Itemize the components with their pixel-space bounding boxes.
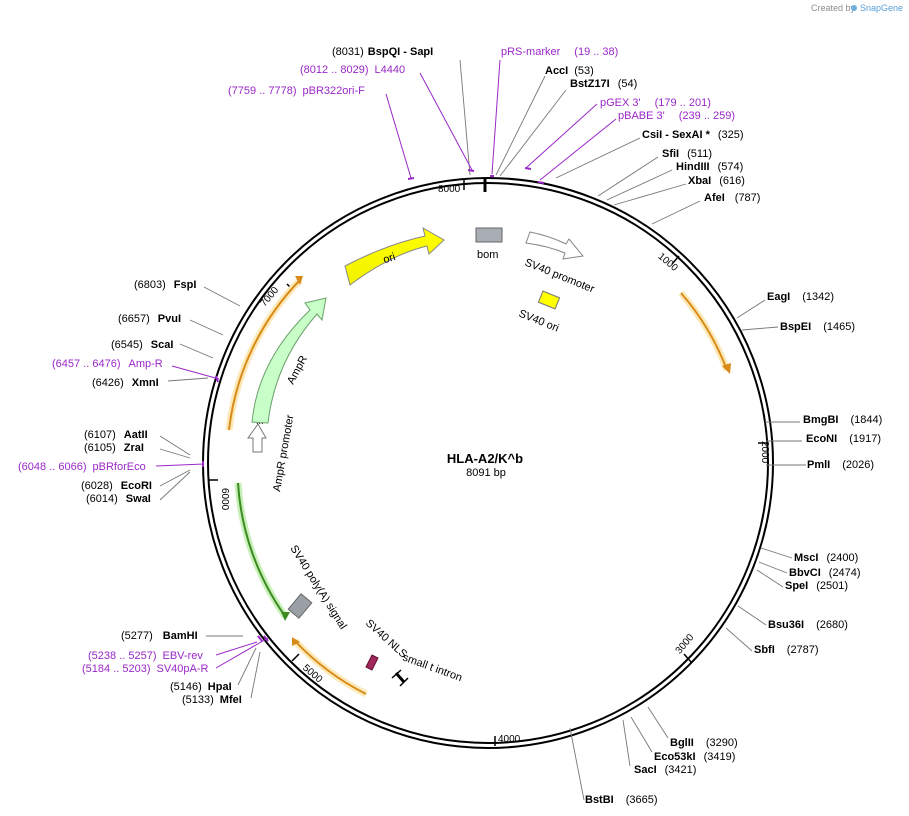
ampr-promoter-feature: ... AmpR promoter: [247, 414, 296, 493]
svg-text:bom: bom: [477, 249, 498, 261]
primer-label-sv40pa-r: (5184 .. 5203)SV40pA-R: [82, 663, 209, 675]
credit-brand: SnapGene: [860, 3, 903, 13]
primer-marks: [202, 167, 545, 642]
svg-text:SV40 poly(A) signal: SV40 poly(A) signal: [287, 543, 348, 631]
enzyme-label-eagi: EagI(1342): [767, 291, 834, 303]
enzyme-label-scai: (6545)ScaI: [111, 339, 173, 351]
primer-label-amp-r: (6457 .. 6476)Amp-R: [52, 358, 163, 370]
primer-label-pbr322ori-f: (7759 .. 7778)pBR322ori-F: [228, 85, 365, 97]
enzyme-label-hpai: (5146)HpaI: [170, 681, 232, 693]
primer-label-prs-marker: pRS-marker(19 .. 38): [501, 46, 618, 58]
enzyme-label-hindiii: HindIII(574): [676, 161, 743, 173]
enzyme-label-msci: MscI(2400): [794, 552, 858, 564]
enzyme-label-swai: (6014)SwaI: [86, 493, 151, 505]
svg-text:AmpR promoter: AmpR promoter: [271, 414, 296, 493]
tick-label-2000: 2000: [759, 441, 770, 464]
credit-text: Created by: [811, 3, 856, 13]
enzyme-label-spei: SpeI(2501): [785, 580, 848, 592]
enzyme-label-ecori: (6028)EcoRI: [81, 480, 152, 492]
primer-label-pgex3: pGEX 3'(179 .. 201): [600, 97, 711, 109]
enzyme-label-aatii: (6107)AatII: [84, 429, 148, 441]
enzyme-label-bglii: BglII(3290): [670, 737, 738, 749]
enzyme-label-bspqi: (8031)BspQI - SapI: [332, 46, 433, 58]
snapgene-logo-icon: [851, 5, 857, 11]
enzyme-label-saci: SacI(3421): [634, 764, 696, 776]
tick-label-8000: 8000: [438, 184, 461, 195]
enzyme-label-sfii: SfiI(511): [662, 148, 712, 160]
enzyme-label-xmni: (6426)XmnI: [92, 377, 159, 389]
enzyme-label-bstz17i: BstZ17I(54): [570, 78, 637, 90]
enzyme-label-fspi: (6803)FspI: [134, 279, 196, 291]
primer-leader-lines: [155, 59, 617, 669]
enzyme-label-xbai: XbaI(616): [688, 175, 745, 187]
sv40-promoter-feature: SV40 promoter: [523, 231, 596, 296]
enzyme-label-sbfi: SbfI(2787): [754, 644, 819, 656]
svg-text:SV40 NLS: SV40 NLS: [363, 617, 409, 660]
small-t-intron-feature: small t intron: [391, 652, 464, 687]
enzyme-label-econi: EcoNI(1917): [806, 433, 881, 445]
primer-label-pbrforeco: (6048 .. 6066)pBRforEco: [18, 461, 146, 473]
enzyme-label-eco53ki: Eco53kI(3419): [654, 751, 735, 763]
svg-text:SV40 promoter: SV40 promoter: [523, 257, 596, 296]
sv40-polya-feature: SV40 poly(A) signal: [287, 543, 348, 631]
orf-arcs: [225, 276, 731, 698]
enzyme-label-csii: CsiI - SexAI *(325): [642, 129, 744, 141]
primer-label-ebv-rev: (5238 .. 5257)EBV-rev: [88, 650, 203, 662]
svg-text:...: ...: [256, 416, 264, 426]
enzyme-label-bsu36i: Bsu36I(2680): [768, 619, 848, 631]
enzyme-label-acci: AccI(53): [545, 65, 594, 77]
tick-label-6000: 6000: [219, 488, 230, 511]
ampr-feature: AmpR: [251, 297, 327, 424]
ori-feature: ori: [344, 226, 445, 286]
enzyme-label-zrai: (6105)ZraI: [84, 442, 144, 454]
svg-text:small t intron: small t intron: [401, 652, 464, 685]
enzyme-label-bmgbi: BmgBI(1844): [803, 414, 882, 426]
primer-label-l4440: (8012 .. 8029)L4440: [300, 64, 405, 76]
plasmid-length: 8091 bp: [466, 467, 506, 479]
enzyme-label-mfei: (5133)MfeI: [182, 694, 242, 706]
enzyme-label-pvui: (6657)PvuI: [118, 313, 181, 325]
leader-lines: [159, 59, 806, 801]
sv40-ori-feature: SV40 ori: [517, 290, 561, 335]
svg-text:SV40 ori: SV40 ori: [517, 308, 561, 335]
enzyme-label-bbvci: BbvCI(2474): [789, 567, 861, 579]
bom-feature: bom: [475, 227, 503, 261]
svg-text:AmpR: AmpR: [285, 354, 310, 387]
enzyme-label-bspei: BspEI(1465): [780, 321, 855, 333]
tick-label-4000: 4000: [498, 734, 521, 745]
enzyme-label-pmli: PmlI(2026): [807, 459, 874, 471]
enzyme-label-bamhi: (5277)BamHI: [121, 630, 198, 642]
enzyme-label-bstbi: BstBI(3665): [585, 794, 658, 806]
svg-text:ori: ori: [382, 251, 397, 266]
enzyme-label-afei: AfeI(787): [704, 192, 760, 204]
primer-label-pbabe3: pBABE 3'(239 .. 259): [618, 110, 735, 122]
plasmid-name: HLA-A2/K^b: [447, 451, 523, 466]
